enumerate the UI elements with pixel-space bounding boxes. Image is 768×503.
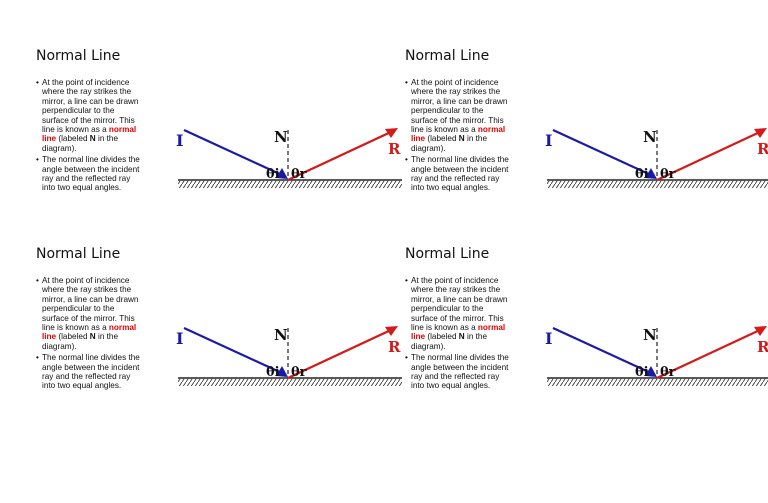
- bullet-list: At the point of incidence where the ray …: [405, 78, 509, 195]
- normal-label: N: [274, 128, 288, 146]
- bullet-text: The normal line divides the angle betwee…: [42, 155, 140, 193]
- angle-incidence-label: θi: [635, 365, 649, 380]
- bullet-text: At the point of incidence where the ray …: [411, 78, 508, 135]
- normal-label-ref: N: [458, 332, 465, 342]
- bullet-item: At the point of incidence where the ray …: [405, 78, 509, 153]
- bullet-text: At the point of incidence where the ray …: [411, 276, 508, 333]
- angle-reflection-label: θr: [291, 167, 307, 182]
- angle-incidence-label: θi: [266, 365, 280, 380]
- incident-arrowhead: [645, 168, 657, 179]
- reflection-diagram: I N R θi θr: [176, 128, 402, 188]
- mirror-hatching: [547, 379, 768, 386]
- bullet-text: in the diagram).: [411, 332, 488, 351]
- bullet-text: in the diagram).: [42, 134, 119, 153]
- bullet-text: in the diagram).: [411, 134, 488, 153]
- incident-ray: [183, 129, 285, 177]
- bullet-item: The normal line divides the angle betwee…: [36, 353, 140, 391]
- bullet-text: (labeled: [56, 134, 90, 144]
- bullet-list: At the point of incidence where the ray …: [36, 276, 140, 393]
- normal-label: N: [274, 326, 288, 344]
- angle-reflection-label: θr: [660, 365, 676, 380]
- incident-label: I: [545, 329, 552, 348]
- angle-reflection-label: θr: [291, 365, 307, 380]
- normal-label: N: [643, 128, 657, 146]
- bullet-text: The normal line divides the angle betwee…: [42, 353, 140, 391]
- incident-ray: [552, 327, 654, 375]
- bullet-text: The normal line divides the angle betwee…: [411, 155, 509, 193]
- incident-arrowhead: [645, 366, 657, 377]
- mirror-hatching: [178, 379, 402, 386]
- angle-reflection-label: θr: [660, 167, 676, 182]
- bullet-text: At the point of incidence where the ray …: [42, 78, 139, 135]
- normal-label: N: [643, 326, 657, 344]
- bullet-item: The normal line divides the angle betwee…: [36, 155, 140, 193]
- bullet-text: At the point of incidence where the ray …: [42, 276, 139, 333]
- panel-title: Normal Line: [405, 48, 490, 64]
- normal-label-ref: N: [89, 332, 96, 342]
- incident-label: I: [176, 131, 183, 150]
- incident-arrowhead: [276, 168, 288, 179]
- angle-incidence-label: θi: [266, 167, 280, 182]
- normal-label-ref: N: [458, 134, 465, 144]
- panel-title: Normal Line: [36, 48, 121, 64]
- reflection-diagram: I N R θi θr: [545, 326, 768, 386]
- normal-line-panel-bottom-left: Normal Line At the point of incidence wh…: [36, 246, 406, 436]
- incident-ray: [552, 129, 654, 177]
- incident-label: I: [545, 131, 552, 150]
- bullet-text: (labeled: [425, 134, 459, 144]
- incident-ray: [183, 327, 285, 375]
- normal-line-term: normal line: [411, 323, 506, 342]
- reflected-arrowhead: [385, 326, 398, 336]
- incident-arrowhead: [276, 366, 288, 377]
- bullet-text: in the diagram).: [42, 332, 119, 351]
- bullet-text: (labeled: [425, 332, 459, 342]
- incident-label: I: [176, 329, 183, 348]
- bullet-item: At the point of incidence where the ray …: [36, 276, 140, 351]
- bullet-text: The normal line divides the angle betwee…: [411, 353, 509, 391]
- panel-title: Normal Line: [405, 246, 490, 262]
- bullet-list: At the point of incidence where the ray …: [405, 276, 509, 393]
- reflected-label: R: [388, 338, 401, 356]
- reflected-ray: [287, 328, 394, 379]
- reflection-diagram: I N R θi θr: [176, 326, 402, 386]
- reflected-ray: [287, 130, 394, 181]
- reflected-label: R: [757, 140, 768, 158]
- reflected-ray: [656, 130, 763, 181]
- mirror-hatching: [547, 181, 768, 188]
- normal-line-panel-bottom-right: Normal Line At the point of incidence wh…: [405, 246, 768, 436]
- bullet-item: The normal line divides the angle betwee…: [405, 353, 509, 391]
- normal-line-term: normal line: [411, 125, 506, 144]
- reflected-label: R: [757, 338, 768, 356]
- reflected-arrowhead: [385, 128, 398, 138]
- bullet-item: At the point of incidence where the ray …: [36, 78, 140, 153]
- mirror-hatching: [178, 181, 402, 188]
- bullet-item: The normal line divides the angle betwee…: [405, 155, 509, 193]
- normal-line-term: normal line: [42, 125, 137, 144]
- angle-incidence-label: θi: [635, 167, 649, 182]
- bullet-item: At the point of incidence where the ray …: [405, 276, 509, 351]
- panel-title: Normal Line: [36, 246, 121, 262]
- reflection-diagram: I N R θi θr: [545, 128, 768, 188]
- normal-line-panel-top-left: Normal Line At the point of incidence wh…: [36, 48, 406, 238]
- reflected-arrowhead: [754, 128, 767, 138]
- normal-label-ref: N: [89, 134, 96, 144]
- bullet-text: (labeled: [56, 332, 90, 342]
- reflected-arrowhead: [754, 326, 767, 336]
- normal-line-panel-top-right: Normal Line At the point of incidence wh…: [405, 48, 768, 238]
- reflected-label: R: [388, 140, 401, 158]
- reflected-ray: [656, 328, 763, 379]
- normal-line-term: normal line: [42, 323, 137, 342]
- bullet-list: At the point of incidence where the ray …: [36, 78, 140, 195]
